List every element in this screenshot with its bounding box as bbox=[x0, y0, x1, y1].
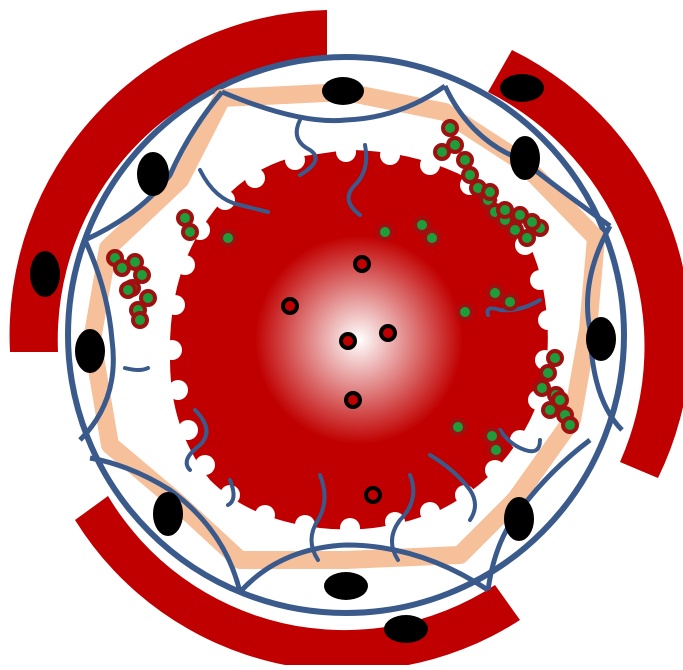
bead bbox=[340, 518, 360, 538]
green-particle bbox=[485, 429, 499, 443]
nucleus bbox=[322, 77, 364, 105]
green-particle bbox=[178, 211, 192, 225]
arc-nucleus bbox=[500, 74, 544, 102]
nucleus bbox=[504, 497, 534, 541]
bead bbox=[245, 168, 265, 188]
green-particle bbox=[425, 231, 439, 245]
bead bbox=[165, 295, 185, 315]
green-particle bbox=[135, 268, 149, 282]
green-particle bbox=[503, 295, 517, 309]
green-particle bbox=[458, 305, 472, 319]
bead bbox=[380, 145, 400, 165]
nucleus bbox=[586, 317, 616, 361]
bead bbox=[530, 270, 550, 290]
bead bbox=[195, 455, 215, 475]
green-particle bbox=[458, 153, 472, 167]
nucleus bbox=[324, 572, 368, 600]
nucleus bbox=[510, 136, 540, 180]
arc-nucleus bbox=[384, 615, 428, 643]
green-particle bbox=[121, 283, 135, 297]
bead bbox=[175, 255, 195, 275]
arc-nucleus bbox=[30, 251, 60, 297]
green-particle bbox=[520, 231, 534, 245]
green-particle bbox=[563, 418, 577, 432]
green-particle bbox=[489, 443, 503, 457]
nucleus bbox=[137, 152, 169, 196]
green-particle bbox=[535, 381, 549, 395]
dark-particle bbox=[346, 393, 360, 407]
green-particle bbox=[133, 313, 147, 327]
green-particle bbox=[451, 420, 465, 434]
dark-particle bbox=[381, 326, 395, 340]
green-particle bbox=[483, 185, 497, 199]
bead bbox=[168, 380, 188, 400]
green-particle bbox=[541, 366, 555, 380]
bead bbox=[255, 505, 275, 525]
green-particle bbox=[548, 351, 562, 365]
green-particle bbox=[488, 286, 502, 300]
bead bbox=[538, 310, 558, 330]
green-particle bbox=[443, 121, 457, 135]
bead bbox=[285, 150, 305, 170]
green-particle bbox=[221, 231, 235, 245]
green-particle bbox=[553, 393, 567, 407]
dark-particle bbox=[341, 334, 355, 348]
bead bbox=[485, 460, 505, 480]
dark-particle bbox=[355, 257, 369, 271]
nucleus bbox=[153, 492, 183, 536]
bead bbox=[420, 502, 440, 522]
green-particle bbox=[435, 145, 449, 159]
bead bbox=[178, 420, 198, 440]
green-particle bbox=[498, 203, 512, 217]
bead bbox=[162, 340, 182, 360]
bead bbox=[336, 142, 356, 162]
dark-particle bbox=[366, 488, 380, 502]
dark-particle bbox=[283, 299, 297, 313]
green-particle bbox=[513, 208, 527, 222]
green-particle bbox=[415, 218, 429, 232]
green-particle bbox=[378, 225, 392, 239]
nucleus bbox=[75, 329, 105, 373]
green-particle bbox=[183, 225, 197, 239]
